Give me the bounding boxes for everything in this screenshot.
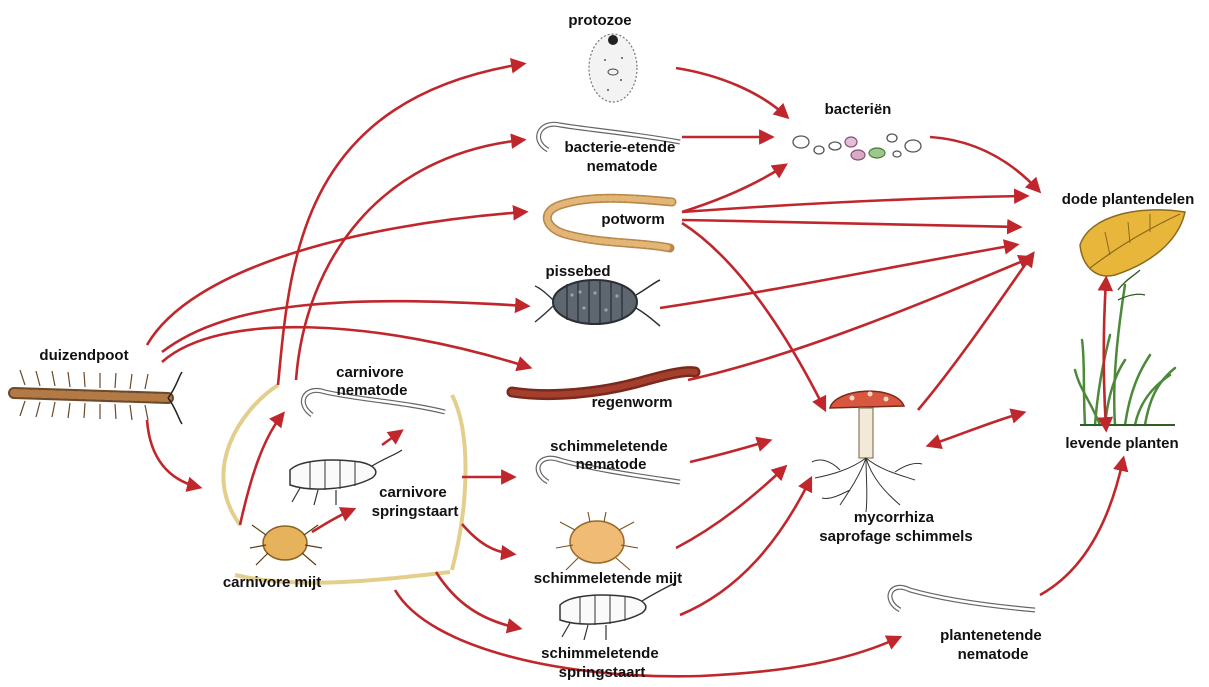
label-bacterien: bacteriën <box>825 101 892 118</box>
label-pissebed: pissebed <box>545 263 610 280</box>
label-line: bacteriën <box>825 101 892 118</box>
arrow <box>675 464 788 550</box>
label-line: springstaart <box>559 664 646 681</box>
label-carnivore-mijt: carnivore mijt <box>223 574 321 591</box>
arrow <box>679 475 813 617</box>
label-line: pissebed <box>545 263 610 280</box>
label-dode-plantendelen: dode plantendelen <box>1062 191 1195 208</box>
mite-icon <box>555 511 639 571</box>
label-line: nematode <box>587 158 658 175</box>
bacteria-icon <box>792 133 922 161</box>
label-line: dode plantendelen <box>1062 191 1195 208</box>
arrow <box>929 135 1042 194</box>
label-schimmeletende-springstaart: schimmeletende springstaart <box>541 645 663 681</box>
label-line: saprofage schimmels <box>819 528 972 545</box>
arrow <box>681 221 827 413</box>
woodlouse-icon <box>534 279 661 327</box>
label-line: regenworm <box>592 394 673 411</box>
label-levende-planten: levende planten <box>1065 435 1178 452</box>
arrow <box>917 251 1035 411</box>
nematode-icon <box>887 584 1036 613</box>
mushroom-icon <box>811 390 923 513</box>
arrow <box>161 325 533 372</box>
label-schimmeletende-mijt: schimmeletende mijt <box>534 570 682 587</box>
predator-group-bracket <box>221 383 468 585</box>
arrow <box>311 507 357 534</box>
arrow <box>461 523 517 561</box>
arrow <box>681 163 788 214</box>
springtail-icon <box>289 449 403 506</box>
label-line: bacterie-etende <box>564 139 675 156</box>
arrow <box>1097 275 1114 433</box>
label-line: duizendpoot <box>39 347 128 364</box>
label-line: schimmeletende <box>541 645 659 662</box>
centipede-icon <box>8 369 183 425</box>
grass-icon <box>1073 269 1177 427</box>
label-schimmeletende-nematode: schimmeletende nematode <box>550 438 672 473</box>
label-line: carnivore mijt <box>223 574 321 591</box>
arrow <box>145 419 203 492</box>
label-line: schimmeletende <box>550 438 668 455</box>
arrow <box>238 411 285 526</box>
arrow <box>925 408 1027 449</box>
potworm-icon <box>543 193 677 253</box>
nematode-icon <box>300 387 446 418</box>
label-protozoe: protozoe <box>568 12 631 29</box>
arrow <box>689 436 773 464</box>
label-line: plantenetende <box>940 627 1042 644</box>
arrow <box>675 66 790 120</box>
earthworm-icon <box>506 366 701 401</box>
arrow <box>276 58 527 386</box>
arrow <box>393 589 903 678</box>
label-line: schimmeletende mijt <box>534 570 682 587</box>
arrow <box>659 239 1020 310</box>
arrow <box>687 255 1035 382</box>
label-line: carnivore <box>336 364 404 381</box>
label-carnivore-springstaart: carnivore springstaart <box>372 484 459 520</box>
label-line: levende planten <box>1065 435 1178 452</box>
label-line: nematode <box>576 456 647 473</box>
label-line: nematode <box>337 382 408 399</box>
mite-icon <box>249 524 323 566</box>
label-line: potworm <box>601 211 664 228</box>
arrow <box>681 188 1030 214</box>
label-plantenetende-nematode: plantenetende nematode <box>940 627 1046 663</box>
label-line: mycorrhiza <box>854 509 935 526</box>
springtail-icon <box>559 582 676 641</box>
label-mycorrhiza: mycorrhiza saprofage schimmels <box>819 509 972 545</box>
nematode-icon <box>535 455 681 485</box>
label-line: nematode <box>958 646 1029 663</box>
nematode-icon <box>536 121 681 153</box>
arrow <box>381 429 404 447</box>
label-duizendpoot: duizendpoot <box>39 347 128 364</box>
protozoan-icon <box>588 33 638 103</box>
arrow <box>434 571 523 634</box>
dead-leaf-icon <box>1079 209 1186 277</box>
arrow <box>681 218 1023 235</box>
arrow <box>1039 455 1129 597</box>
label-regenworm: regenworm <box>592 394 673 411</box>
arrow <box>294 133 527 381</box>
label-potworm: potworm <box>601 211 664 228</box>
label-line: protozoe <box>568 12 631 29</box>
label-bacterie-etende-nematode: bacterie-etende nematode <box>564 139 679 175</box>
food-web-arrows <box>145 58 1129 678</box>
label-line: springstaart <box>372 503 459 520</box>
arrow <box>145 205 529 346</box>
label-carnivore-nematode: carnivore nematode <box>336 364 408 399</box>
arrow <box>161 297 531 354</box>
label-line: carnivore <box>379 484 447 501</box>
